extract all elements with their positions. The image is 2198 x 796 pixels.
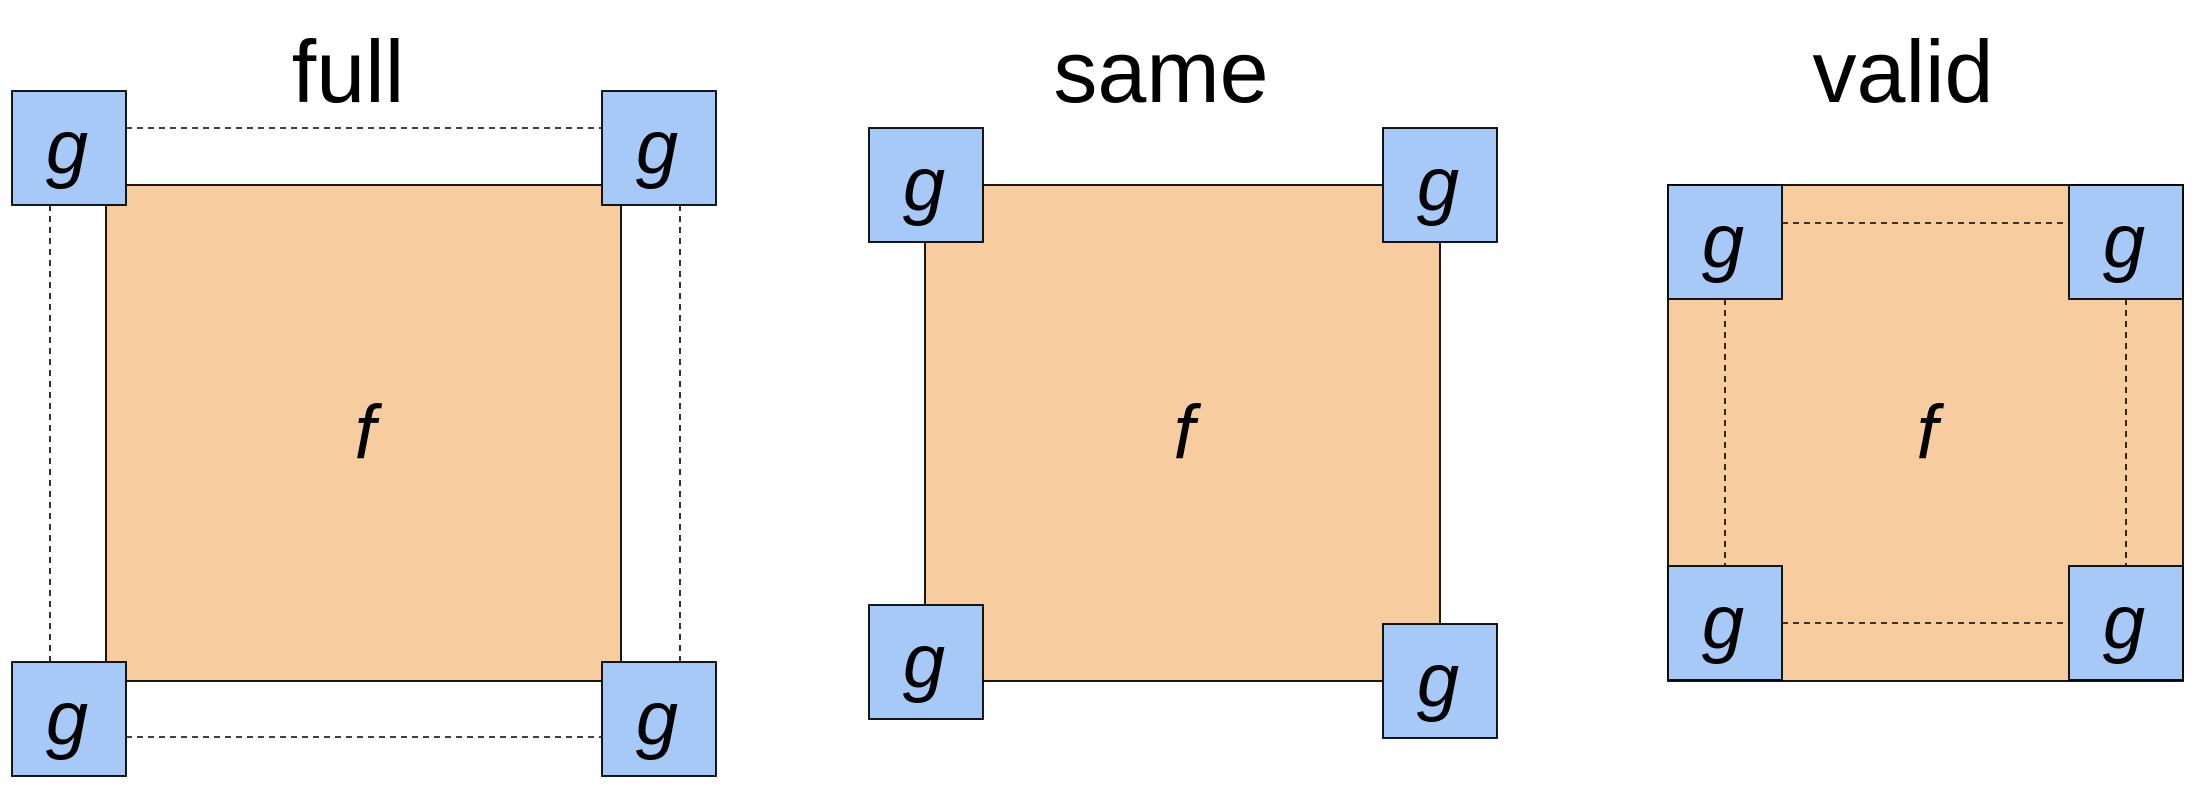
same-kernel-top-left-label: g: [903, 142, 945, 227]
panel-title-full: full: [292, 22, 405, 121]
same-kernel-bottom-left-label: g: [903, 619, 945, 704]
panel-same: same f g g g g: [868, 22, 1498, 739]
same-kernel-top-right: [1382, 127, 1498, 243]
valid-kernel-bottom-left: [1667, 565, 1783, 681]
full-kernel-top-right-label: g: [636, 105, 678, 190]
valid-kernel-bottom-right: [2068, 565, 2184, 681]
same-signal-f: [924, 184, 1441, 682]
same-kernel-bottom-right-label: g: [1417, 638, 1459, 723]
panel-full: full f g g g g: [11, 22, 717, 777]
valid-kernel-top-right: [2068, 184, 2184, 300]
panel-title-same: same: [1053, 22, 1268, 121]
full-kernel-bottom-left-label: g: [46, 676, 88, 761]
full-signal-f: [105, 184, 622, 682]
valid-kernel-top-right-label: g: [2103, 199, 2145, 284]
valid-kernel-bottom-left-label: g: [1702, 580, 1744, 665]
full-kernel-top-left: [11, 90, 127, 206]
valid-kernel-top-left-label: g: [1702, 199, 1744, 284]
panel-valid: valid f g g g g: [1667, 22, 2184, 682]
full-kernel-bottom-left: [11, 661, 127, 777]
panel-title-valid: valid: [1813, 22, 1994, 121]
same-kernel-bottom-right: [1382, 623, 1498, 739]
valid-kernel-bottom-right-label: g: [2103, 580, 2145, 665]
full-kernel-bottom-right-label: g: [636, 676, 678, 761]
full-kernel-top-left-label: g: [46, 105, 88, 190]
valid-kernel-top-left: [1667, 184, 1783, 300]
same-kernel-top-right-label: g: [1417, 142, 1459, 227]
same-kernel-top-left: [868, 127, 984, 243]
full-kernel-bottom-right: [601, 661, 717, 777]
full-kernel-top-right: [601, 90, 717, 206]
same-kernel-bottom-left: [868, 604, 984, 720]
